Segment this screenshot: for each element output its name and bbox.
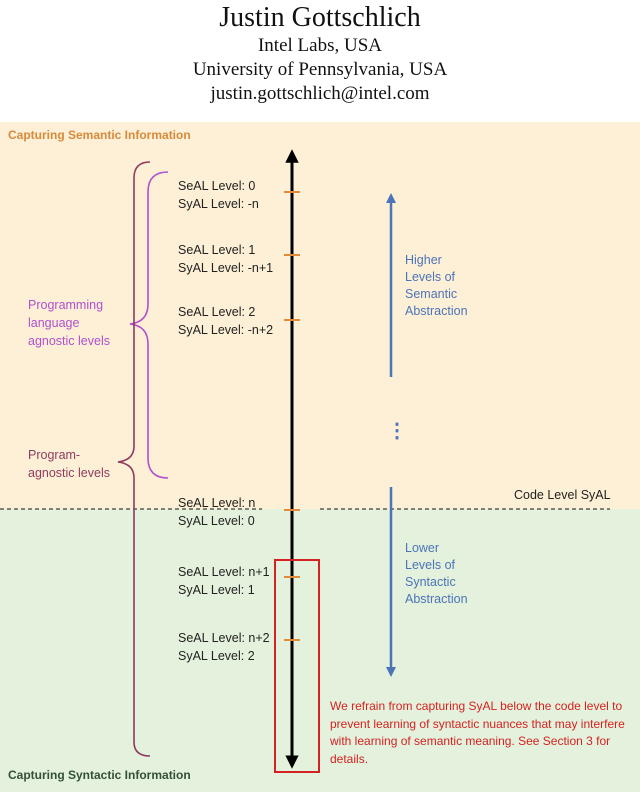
program-agnostic-label: Program- agnostic levels [28,446,110,482]
syal-level-n: SyAL Level: 0 [178,514,255,528]
lower-line-1: Lower [405,541,440,555]
level-2: SeAL Level: 2 SyAL Level: -n+2 [178,303,273,339]
programming-language-brace [129,171,169,479]
syal-level-n1: SyAL Level: 1 [178,583,255,597]
syntactic-region-title: Capturing Syntactic Information [8,768,191,782]
syal-note: We refrain from capturing SyAL below the… [330,699,625,766]
prog-agn-line-2: agnostic levels [28,466,110,480]
program-agnostic-brace [117,161,151,757]
higher-line-3: Semantic [405,287,458,301]
level-n1: SeAL Level: n+1 SyAL Level: 1 [178,563,270,599]
seal-level-n2: SeAL Level: n+2 [178,631,270,645]
prog-lang-line-3: agnostic levels [28,334,110,348]
level-0: SeAL Level: 0 SyAL Level: -n [178,177,259,213]
prog-lang-line-1: Programming [28,298,104,312]
higher-abstraction-label: Higher Levels of Semantic Abstraction [405,252,468,320]
seal-level-0: SeAL Level: 0 [178,179,256,193]
ellipsis-icon: ⋮ [387,420,407,442]
seal-level-n: SeAL Level: n [178,496,256,510]
prog-lang-line-2: language [28,316,80,330]
syal-level-2: SyAL Level: -n+2 [178,323,274,337]
seal-level-n1: SeAL Level: n+1 [178,565,270,579]
seal-level-2: SeAL Level: 2 [178,305,256,319]
level-n2: SeAL Level: n+2 SyAL Level: 2 [178,629,270,665]
seal-level-1: SeAL Level: 1 [178,243,256,257]
author-name: Justin Gottschlich [219,2,421,33]
higher-line-4: Abstraction [405,304,468,318]
semantic-region-title: Capturing Semantic Information [8,128,191,142]
affiliation-intel: Intel Labs, USA [257,35,382,56]
lower-line-4: Abstraction [405,592,468,606]
semantic-region [0,122,640,509]
higher-line-2: Levels of [405,270,456,284]
affiliation-upenn: University of Pennsylvania, USA [192,59,448,80]
level-n: SeAL Level: n SyAL Level: 0 [178,494,255,530]
syal-level-1: SyAL Level: -n+1 [178,261,274,275]
level-1: SeAL Level: 1 SyAL Level: -n+1 [178,241,273,277]
lower-abstraction-label: Lower Levels of Syntactic Abstraction [405,540,468,608]
lower-line-2: Levels of [405,558,456,572]
syal-level-0: SyAL Level: -n [178,197,259,211]
syal-level-n2: SyAL Level: 2 [178,649,255,663]
author-email: justin.gottschlich@intel.com [210,83,430,104]
programming-language-agnostic-label: Programming language agnostic levels [28,296,110,350]
prog-agn-line-1: Program- [28,448,81,462]
excluded-levels-box [274,559,320,773]
code-level-label: Code Level SyAL [514,488,611,502]
higher-line-1: Higher [405,253,442,267]
lower-line-3: Syntactic [405,575,456,589]
